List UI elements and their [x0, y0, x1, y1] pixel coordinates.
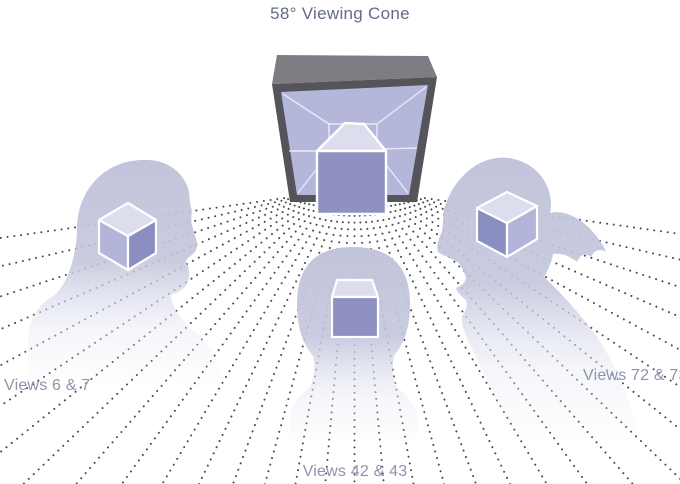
display-frame-top [272, 55, 437, 84]
diagram-title: 58° Viewing Cone [270, 4, 410, 23]
viewer-center-silhouette [289, 247, 418, 444]
viewer-right-silhouette [437, 157, 636, 444]
cube-left-view [97, 201, 158, 272]
cube-on-display [315, 121, 388, 216]
label-views-left: Views 6 & 7 [4, 377, 91, 394]
cube-front-view [330, 278, 380, 339]
label-views-right: Views 72 & 73 [583, 367, 680, 384]
volumetric-display [272, 55, 437, 216]
cube-right-view [475, 190, 539, 259]
viewer-left-silhouette [28, 159, 226, 392]
label-views-center: Views 42 & 43 [302, 463, 408, 480]
